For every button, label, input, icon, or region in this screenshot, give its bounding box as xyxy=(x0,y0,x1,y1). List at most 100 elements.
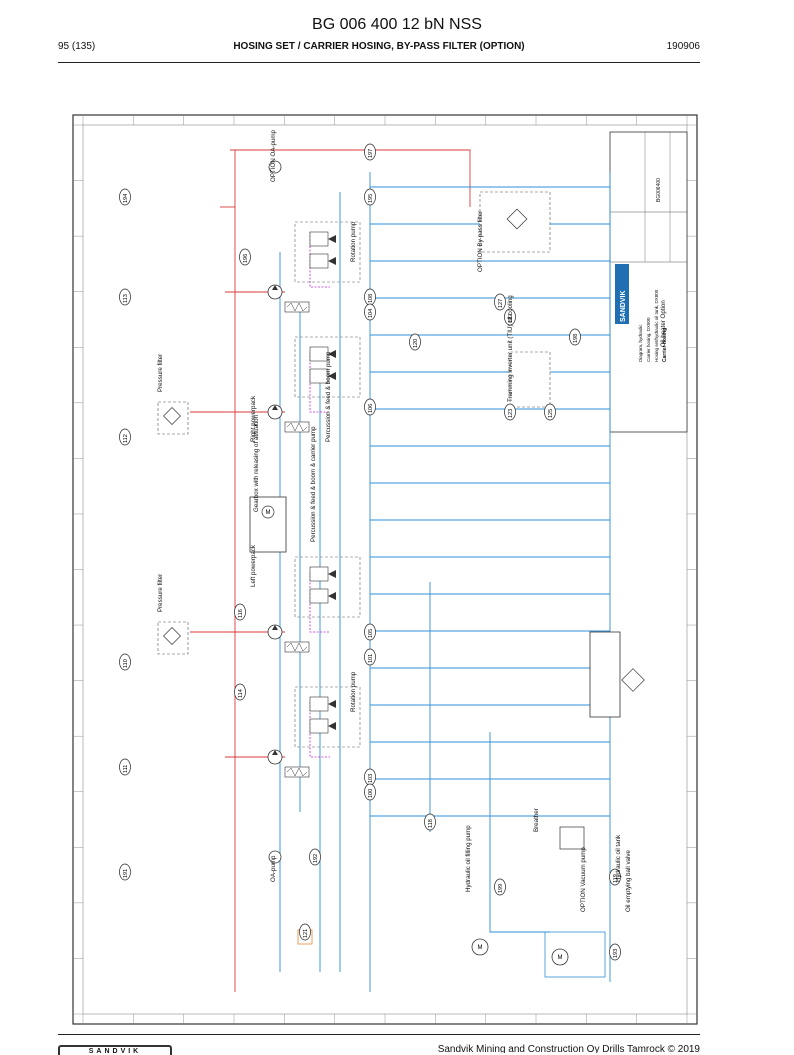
component-label: Percussion & feed & boom pump xyxy=(325,351,332,442)
document-title: BG 006 400 12 bN NSS xyxy=(312,16,482,33)
callout-number: 191 xyxy=(123,869,129,878)
pump-arrow xyxy=(272,625,278,630)
callout-number: 103 xyxy=(368,774,374,783)
page-header: 95 (135) HOSING SET / CARRIER HOSING, BY… xyxy=(58,41,700,57)
component-label: Rotation pump xyxy=(350,671,357,712)
valve-arrow xyxy=(328,592,336,600)
pilot-line xyxy=(309,572,330,633)
callout-bubble: 192 xyxy=(309,848,321,866)
title-block-line-3: Hosing set/hydraulic oil tank, DX800 xyxy=(654,289,659,362)
callout-outline xyxy=(119,188,131,206)
callout-number: 127 xyxy=(498,299,504,308)
component-label: Left powerpack xyxy=(250,544,257,587)
callout-outline xyxy=(234,603,246,621)
callout-outline xyxy=(299,923,311,941)
component-label: Pressure filter xyxy=(157,354,164,392)
callout-number: 192 xyxy=(313,854,319,863)
footer-company: Sandvik Mining and Construction Oy Drill… xyxy=(437,1044,700,1053)
valve-arrow xyxy=(328,700,336,708)
valve-arrow xyxy=(328,570,336,578)
callout-outline xyxy=(119,428,131,446)
callout-outline xyxy=(364,303,376,321)
callout-outline xyxy=(234,683,246,701)
callout-bubble: 106 xyxy=(364,398,376,416)
regulator-spring xyxy=(286,767,308,777)
callout-outline xyxy=(609,868,621,886)
callout-number: 116 xyxy=(238,609,244,618)
return-lines xyxy=(279,172,611,992)
valve-arrow xyxy=(328,372,336,380)
callout-number: 101 xyxy=(368,654,374,663)
hydraulic-schematic: SANDVIK Diagram, hydraulic Carrier hosin… xyxy=(72,114,698,1025)
valve-element xyxy=(309,231,329,247)
callout-outline xyxy=(544,403,556,421)
title-block-name: Carrier hosing xyxy=(662,328,668,362)
callout-number: 197 xyxy=(368,149,374,158)
callout-number: 120 xyxy=(413,339,419,348)
callout-bubble: 120 xyxy=(409,333,421,351)
callout-number: 113 xyxy=(123,294,129,303)
callout-number: 198 xyxy=(573,334,579,343)
callout-number: 196 xyxy=(243,254,249,263)
callout-outline xyxy=(364,398,376,416)
pump-arrow xyxy=(272,285,278,290)
component-label: OPTION OA-pump xyxy=(270,130,277,182)
callout-outline xyxy=(119,758,131,776)
valve-block xyxy=(294,336,361,398)
callout-bubble: 103 xyxy=(364,768,376,786)
callout-outline xyxy=(609,943,621,961)
callout-number: 118 xyxy=(428,819,434,828)
callout-number: 121 xyxy=(303,929,309,938)
valve-element xyxy=(309,588,329,604)
footer-logo: SANDVIK xyxy=(58,1045,172,1055)
callout-outline xyxy=(504,308,516,326)
valve-arrow xyxy=(328,257,336,265)
component-label: Gearbox with releasing of actuation xyxy=(253,414,260,512)
component-label: OPTION Vacuum pump xyxy=(580,847,587,912)
pump-assemblies xyxy=(267,160,361,864)
callout-outline xyxy=(119,288,131,306)
drawing-frame xyxy=(72,114,698,1025)
pressure-filters xyxy=(157,401,189,655)
pressure-lines xyxy=(190,149,471,992)
callout-outline xyxy=(239,248,251,266)
section-title: HOSING SET / CARRIER HOSING, BY-PASS FIL… xyxy=(233,41,525,52)
valve-element xyxy=(309,696,329,712)
component-label: OA-pump xyxy=(270,855,277,882)
callout-bubble: 104 xyxy=(364,303,376,321)
title-block-logo: SANDVIK xyxy=(620,290,627,322)
callout-outline xyxy=(119,863,131,881)
pressure-line xyxy=(235,149,471,207)
callout-bubble: 194 xyxy=(119,188,131,206)
frame-grid-ticks xyxy=(73,115,697,1024)
callout-outline xyxy=(364,623,376,641)
callout-bubble: 108 xyxy=(364,288,376,306)
component-label: Rotation pump xyxy=(350,221,357,262)
callout-number: 106 xyxy=(368,404,374,413)
callout-bubble: 193 xyxy=(609,943,621,961)
tiu-block xyxy=(479,191,551,408)
valve-arrow xyxy=(328,235,336,243)
callout-bubble: 100 xyxy=(364,783,376,801)
drawing-inner-frame xyxy=(82,124,688,1015)
valve-element xyxy=(309,566,329,582)
callout-bubble: 195 xyxy=(364,188,376,206)
callout-bubble: 121 xyxy=(299,923,311,941)
callout-number: 108 xyxy=(368,294,374,303)
callout-number: 104 xyxy=(368,309,374,318)
callout-outline xyxy=(569,328,581,346)
callout-number: 195 xyxy=(368,194,374,203)
callout-bubble: 114 xyxy=(234,683,246,701)
callout-number: 125 xyxy=(548,409,554,418)
valve-element xyxy=(309,718,329,734)
valve-block xyxy=(294,221,361,283)
callout-outline xyxy=(364,648,376,666)
callout-outline xyxy=(504,403,516,421)
gearbox: M xyxy=(249,496,287,553)
callout-bubble: 199 xyxy=(494,878,506,896)
title-block-drawing-no: BG006400 xyxy=(656,178,662,202)
component-label: Pressure filter xyxy=(157,574,164,612)
callout-number: 114 xyxy=(238,689,244,698)
